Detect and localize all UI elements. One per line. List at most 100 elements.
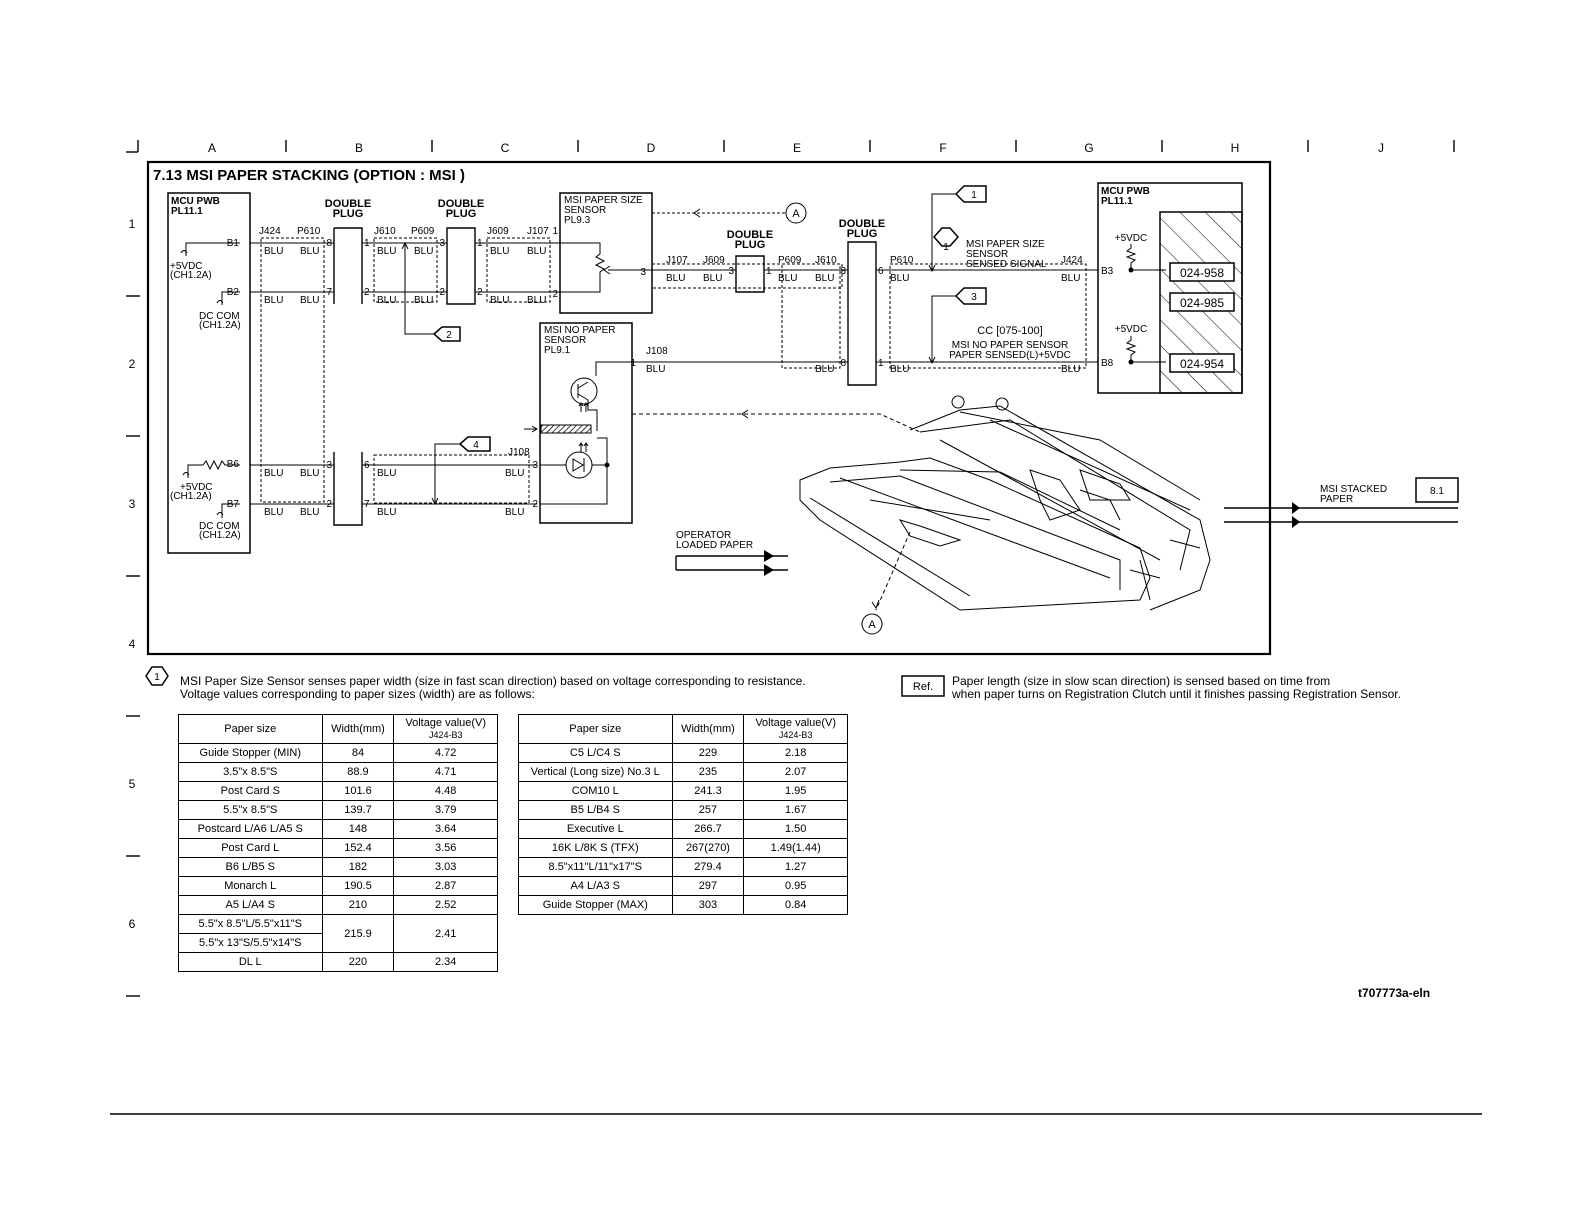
flag-number: 2 xyxy=(446,330,452,341)
pin-label: B8 xyxy=(1101,358,1114,369)
paper-size-cell: Postcard L/A6 L/A5 S xyxy=(178,819,323,839)
sensor-label: SENSOR xyxy=(544,335,586,346)
connector-labels: J424 P610 J610 P609 J609 J107 DOUBLE PLU… xyxy=(259,198,549,237)
power-label: (CH1.2A) xyxy=(199,530,241,541)
width-cell: 152.4 xyxy=(321,838,395,858)
wire-color: BLU xyxy=(778,273,797,284)
sensor-label: SENSOR xyxy=(564,205,606,216)
mcu-ref: PL11.1 xyxy=(1101,196,1133,207)
pin-label: 2 xyxy=(552,289,558,300)
pin-label: 6 xyxy=(364,460,370,471)
wire-color: BLU xyxy=(703,273,722,284)
diagram-title: 7.13 MSI PAPER STACKING (OPTION : MSI ) xyxy=(153,167,465,184)
wire-color: BLU xyxy=(264,295,283,306)
fault-code: 024-985 xyxy=(1180,296,1224,310)
wire-color: BLU xyxy=(1061,273,1080,284)
header-voltage: Voltage value(V)J424-B3 xyxy=(743,714,848,744)
wire-color: BLU xyxy=(377,295,396,306)
width-cell: 182 xyxy=(321,857,395,877)
wire-color: BLU xyxy=(264,246,283,257)
pin-label: 2 xyxy=(364,287,370,298)
header-pin: J424-B3 xyxy=(428,730,463,740)
paper-label: OPERATOR xyxy=(676,530,731,541)
grid-col-label: C xyxy=(501,141,510,155)
pin-label: 3 xyxy=(640,267,646,278)
size-sensor-note: MSI Paper Size Sensor senses paper width… xyxy=(180,675,806,701)
sensor-label: MSI NO PAPER xyxy=(544,325,616,336)
voltage-cell: 3.03 xyxy=(393,857,498,877)
voltage-cell: 1.50 xyxy=(743,819,848,839)
voltage-cell: 2.18 xyxy=(743,743,848,763)
paper-size-cell: Monarch L xyxy=(178,876,323,896)
grid-row-label: 1 xyxy=(129,217,136,231)
harness-outlines xyxy=(260,227,551,526)
paper-size-cell: COM10 L xyxy=(518,781,673,801)
note-line: MSI Paper Size Sensor senses paper width… xyxy=(180,674,806,688)
power-label: +5VDC xyxy=(1115,233,1148,244)
voltage-cell: 3.56 xyxy=(393,838,498,858)
grid-col-label: H xyxy=(1231,141,1240,155)
fault-code: 024-958 xyxy=(1180,266,1224,280)
voltage-cell: 1.49(1.44) xyxy=(743,838,848,858)
wire-color: BLU xyxy=(414,295,433,306)
connector-label: J107 xyxy=(527,226,549,237)
wire-color: BLU xyxy=(646,364,665,375)
wire-color: BLU xyxy=(1061,364,1080,375)
paper-size-cell: 5.5"x 13"S/5.5"x14"S xyxy=(178,933,323,953)
voltage-cell: 1.67 xyxy=(743,800,848,820)
width-cell: 241.3 xyxy=(671,781,745,801)
connector-label: P609 xyxy=(778,255,802,266)
voltage-cell: 2.34 xyxy=(393,952,498,972)
paper-size-cell: 16K L/8K S (TFX) xyxy=(518,838,673,858)
voltage-cell: 3.64 xyxy=(393,819,498,839)
wire-color: BLU xyxy=(300,295,319,306)
pin-label: B3 xyxy=(1101,266,1114,277)
paper-size-cell: Vertical (Long size) No.3 L xyxy=(518,762,673,782)
paper-size-cell: Post Card L xyxy=(178,838,323,858)
width-cell: 266.7 xyxy=(671,819,745,839)
wire-color: BLU xyxy=(815,273,834,284)
pin-label: 1 xyxy=(552,226,558,237)
connector-label: P609 xyxy=(411,226,435,237)
connector-label: J610 xyxy=(815,255,837,266)
signal-labels: 1 MSI PAPER SIZE SENSOR SENSED SIGNAL CC… xyxy=(932,227,1071,361)
header-voltage-label: Voltage value(V) xyxy=(405,717,487,729)
pin-label: 2 xyxy=(439,287,445,298)
grid-col-label: F xyxy=(939,141,946,155)
header-paper-size: Paper size xyxy=(518,714,673,744)
voltage-cell: 2.41 xyxy=(393,914,498,953)
pin-label: 3 xyxy=(728,266,734,277)
connector-label: J108 xyxy=(646,346,668,357)
width-cell: 297 xyxy=(671,876,745,896)
header-pin: J424-B3 xyxy=(778,730,813,740)
wire-color: BLU xyxy=(490,295,509,306)
paper-label: LOADED PAPER xyxy=(676,540,753,551)
wire-color: BLU xyxy=(300,507,319,518)
signal-label: CC [075-100] xyxy=(977,325,1042,337)
width-cell: 88.9 xyxy=(321,762,395,782)
paper-size-cell: DL L xyxy=(178,952,323,972)
width-cell: 267(270) xyxy=(671,838,745,858)
paper-size-table-left: Paper size Width(mm) Voltage value(V)J42… xyxy=(178,714,498,972)
ref-marker: A xyxy=(868,619,876,631)
wire-color: BLU xyxy=(377,246,396,257)
paper-size-cell: C5 L/C4 S xyxy=(518,743,673,763)
msi-stacked-paper: MSI STACKED PAPER 8.1 xyxy=(1224,477,1459,528)
mcu-pwb-right: MCU PWB PL11.1 B3 B8 +5VDC +5VDC 024-958… xyxy=(1097,182,1243,394)
page-ref: 8.1 xyxy=(1430,486,1444,497)
width-cell: 229 xyxy=(671,743,745,763)
voltage-cell: 0.95 xyxy=(743,876,848,896)
note-line: Paper length (size in slow scan directio… xyxy=(952,674,1331,688)
sensor-label: MSI PAPER SIZE xyxy=(564,195,643,206)
grid-row-label: 5 xyxy=(129,777,136,791)
paper-size-cell: Guide Stopper (MIN) xyxy=(178,743,323,763)
pin-label: 1 xyxy=(766,266,772,277)
